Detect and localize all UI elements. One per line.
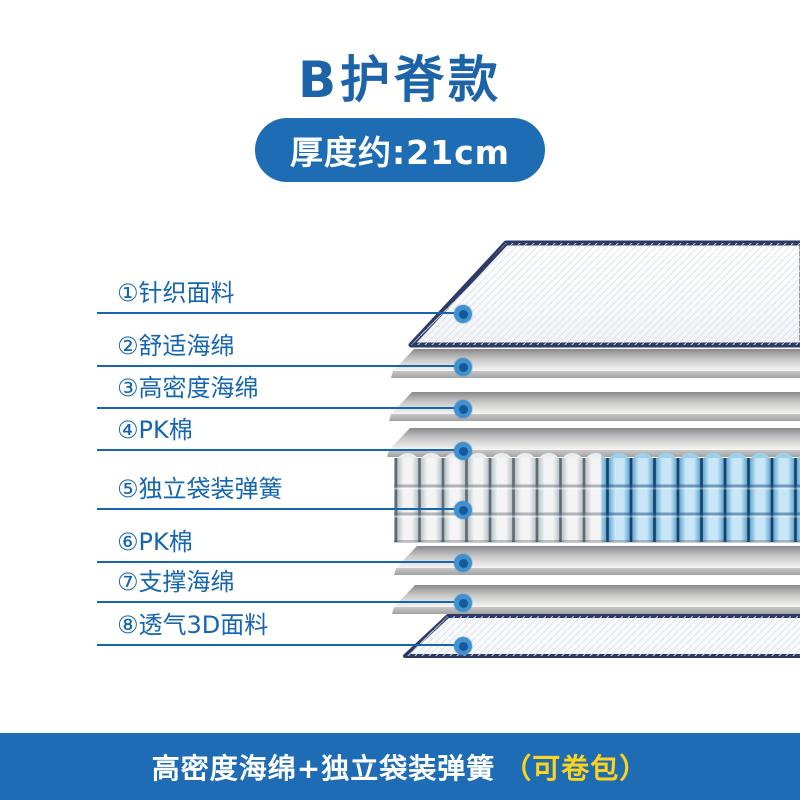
layer-marker-dot-2 xyxy=(454,358,472,376)
layer-number: ① xyxy=(117,279,139,307)
layer-name: PK棉 xyxy=(138,528,193,556)
layer-marker-dot-8 xyxy=(454,637,472,655)
layer-marker-dot-3 xyxy=(454,400,472,418)
layer-label-3d-fabric: ⑧透气3D面料 xyxy=(97,612,463,646)
layer-number: ③ xyxy=(117,374,139,402)
layer-name: 针织面料 xyxy=(138,279,235,307)
layer3-high-density-foam-graphic xyxy=(389,392,800,421)
layer-number: ⑤ xyxy=(117,475,139,503)
layer-label-knitted-fabric: ①针织面料 xyxy=(97,280,463,314)
thickness-badge-label: 厚度约:21cm xyxy=(289,133,511,172)
footer-bar: 高密度海绵+独立袋装弹簧 （可卷包） xyxy=(0,733,800,800)
layer5-pocket-springs-graphic xyxy=(394,452,800,543)
layer-number: ② xyxy=(117,332,139,360)
layer-number: ⑦ xyxy=(117,568,139,596)
layer-name: 高密度海绵 xyxy=(138,374,259,402)
footer-main-text: 高密度海绵+独立袋装弹簧 xyxy=(151,751,496,785)
layer6-pk-cotton-graphic xyxy=(394,546,800,575)
footer-highlight-text: （可卷包） xyxy=(503,751,649,785)
layer1-knitted-fabric-graphic xyxy=(408,240,800,348)
thickness-badge: 厚度约:21cm xyxy=(255,118,545,182)
layer8-3d-fabric-graphic xyxy=(403,614,800,658)
layer-name: 透气3D面料 xyxy=(138,611,269,639)
layer-label-high-density-foam: ③高密度海绵 xyxy=(97,375,463,409)
layer-name: PK棉 xyxy=(138,416,193,444)
layer-name: 支撑海绵 xyxy=(138,568,235,596)
layer-marker-dot-7 xyxy=(454,594,472,612)
layer-marker-dot-5 xyxy=(454,501,472,519)
layer-name: 独立袋装弹簧 xyxy=(138,475,283,503)
layer-marker-dot-4 xyxy=(454,442,472,460)
layer-number: ④ xyxy=(117,416,139,444)
layer-label-comfort-foam: ②舒适海绵 xyxy=(97,333,463,367)
layer-marker-dot-6 xyxy=(454,554,472,572)
layer-label-pocket-springs: ⑤独立袋装弹簧 xyxy=(97,476,463,510)
layer7-support-foam-graphic xyxy=(392,585,800,614)
layer-name: 舒适海绵 xyxy=(138,332,235,360)
page-title: B护脊款 xyxy=(297,51,503,109)
layer-label-support-foam: ⑦支撑海绵 xyxy=(97,569,463,603)
layer2-comfort-foam-graphic xyxy=(391,349,800,378)
layer-marker-dot-1 xyxy=(454,305,472,323)
layer-label-pk-cotton-top: ④PK棉 xyxy=(97,417,463,451)
layer-number: ⑧ xyxy=(117,611,139,639)
layer-label-pk-cotton-bottom: ⑥PK棉 xyxy=(97,529,463,563)
layer-number: ⑥ xyxy=(117,528,139,556)
